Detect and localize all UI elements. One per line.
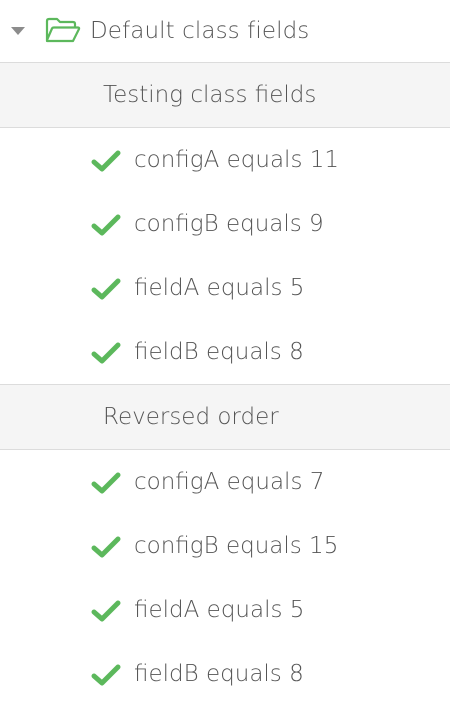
caret-down-icon[interactable] [11, 27, 25, 35]
group-header[interactable]: Testing class fields [0, 62, 450, 128]
suite-title: Default class fields [90, 18, 310, 44]
test-label: fieldB equals 8 [134, 661, 304, 687]
test-item[interactable]: fieldA equals 5 [0, 578, 450, 642]
suite-header[interactable]: Default class fields [0, 0, 450, 62]
check-icon [91, 600, 121, 622]
test-label: fieldB equals 8 [134, 339, 304, 365]
test-item[interactable]: configB equals 15 [0, 514, 450, 578]
test-label: configB equals 9 [134, 211, 324, 237]
check-icon [91, 342, 121, 364]
group-title: Testing class fields [103, 82, 317, 108]
group-title: Reversed order [103, 404, 279, 430]
check-icon [91, 150, 121, 172]
check-icon [91, 472, 121, 494]
test-label: fieldA equals 5 [134, 275, 305, 301]
test-group-testing-class-fields: Testing class fields configA equals 11 c… [0, 62, 450, 384]
check-icon [91, 214, 121, 236]
folder-open-icon [45, 17, 81, 43]
test-item[interactable]: configA equals 11 [0, 128, 450, 192]
test-group-reversed-order: Reversed order configA equals 7 configB … [0, 384, 450, 706]
test-item[interactable]: configA equals 7 [0, 450, 450, 514]
test-label: fieldA equals 5 [134, 597, 305, 623]
test-label: configA equals 7 [134, 469, 325, 495]
test-label: configB equals 15 [134, 533, 339, 559]
check-icon [91, 664, 121, 686]
test-item[interactable]: fieldB equals 8 [0, 320, 450, 384]
test-label: configA equals 11 [134, 147, 340, 173]
test-item[interactable]: fieldA equals 5 [0, 256, 450, 320]
check-icon [91, 536, 121, 558]
check-icon [91, 278, 121, 300]
test-item[interactable]: fieldB equals 8 [0, 642, 450, 706]
test-item[interactable]: configB equals 9 [0, 192, 450, 256]
group-header[interactable]: Reversed order [0, 384, 450, 450]
